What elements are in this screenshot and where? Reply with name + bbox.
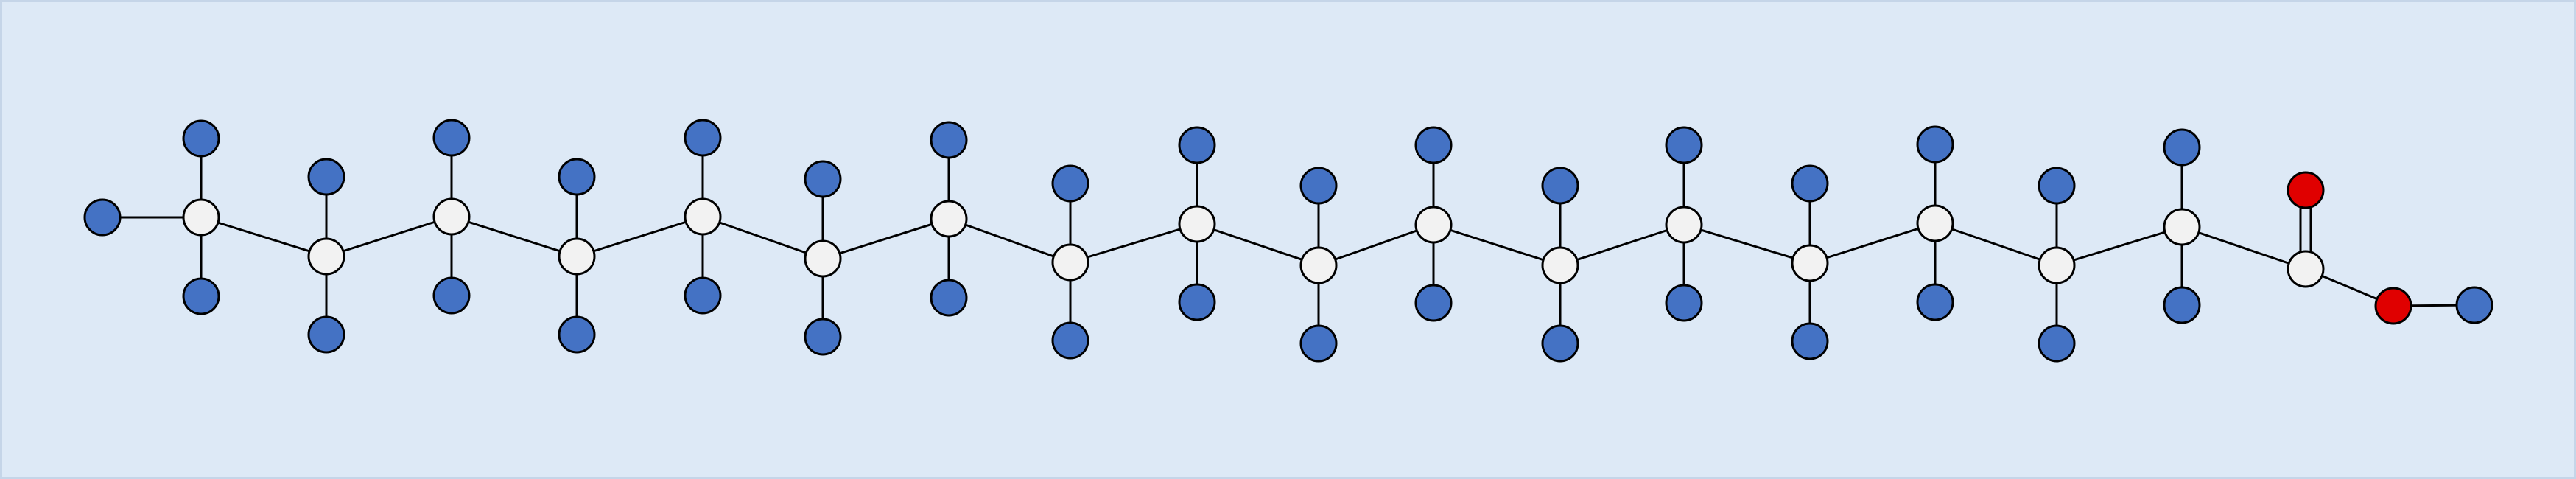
bond-c8-c9 <box>1070 223 1198 264</box>
carbon-atom-c6 <box>804 240 842 278</box>
hydrogen-atom-h12a <box>1541 167 1579 205</box>
carbon-atom-c7 <box>930 200 968 238</box>
bond-c3-c4 <box>451 215 578 258</box>
hydrogen-atom-h5a <box>684 119 722 157</box>
bond-c11-c12 <box>1433 223 1561 267</box>
hydrogen-atom-h2a <box>307 158 345 196</box>
carbon-atom-c17 <box>2163 208 2201 246</box>
bond-c1-c2 <box>200 216 327 258</box>
oxygen-atom-o1 <box>2287 171 2325 209</box>
carbon-atom-c18 <box>2287 250 2325 288</box>
hydrogen-atom-h11a <box>1414 126 1453 164</box>
bond-c16-c17 <box>2056 225 2183 267</box>
bond-c9-c10 <box>1196 223 1319 267</box>
hydrogen-atom-h6a <box>804 160 842 198</box>
hydrogen-atom-h3b <box>432 276 471 315</box>
hydrogen-atom-h13b <box>1665 284 1703 322</box>
carbon-atom-c1 <box>182 198 220 237</box>
bond-c7-c8 <box>948 217 1071 264</box>
oxygen-atom-o2 <box>2374 287 2412 325</box>
hydrogen-atom-h4b <box>558 315 596 354</box>
hydrogen-atom-h7b <box>930 279 968 317</box>
hydrogen-atom-h7a <box>930 121 968 159</box>
hydrogen-atom-h17b <box>2163 286 2201 324</box>
carbon-atom-c14 <box>1791 244 1829 282</box>
hydrogen-atom-h10a <box>1299 167 1338 205</box>
bond-c5-c6 <box>702 215 824 260</box>
carbon-atom-c5 <box>684 197 722 236</box>
hydrogen-atom-h1a <box>182 119 220 158</box>
hydrogen-atom-h3a <box>432 119 471 157</box>
hydrogen-atom-h15b <box>1916 283 1954 321</box>
hydrogen-atom-h15a <box>1916 125 1954 164</box>
bond-c10-c11 <box>1318 223 1434 267</box>
carbon-atom-c4 <box>558 237 596 276</box>
carbon-atom-c15 <box>1916 204 1954 242</box>
bond-c4-c5 <box>576 215 703 258</box>
bond-c2-c3 <box>326 215 452 258</box>
hydrogen-atom-h5b <box>684 276 722 315</box>
hydrogen-atom-h16a <box>2038 167 2076 205</box>
carbon-atom-c12 <box>1541 246 1579 284</box>
hydrogen-atom-h9a <box>1178 126 1216 164</box>
hydrogen-atom-h14b <box>1791 322 1829 360</box>
hydrogen-atom-h4a <box>558 158 596 196</box>
bond-c14-c15 <box>1809 222 1936 265</box>
hydrogen-atom-h10b <box>1299 324 1338 363</box>
hydrogen-atom-h13a <box>1665 126 1703 164</box>
hydrogen-atom-h0 <box>83 198 122 237</box>
bond-c6-c7 <box>822 217 950 260</box>
bond-c12-c13 <box>1559 223 1685 267</box>
hydrogen-atom-h8b <box>1051 321 1089 360</box>
hydrogen-atom-h12b <box>1541 324 1579 363</box>
carbon-atom-c13 <box>1665 206 1703 244</box>
bond-c15-c16 <box>1934 222 2057 267</box>
atom-layer <box>83 119 2493 363</box>
hydrogen-atom-h1b <box>182 277 220 315</box>
carbon-atom-c8 <box>1051 243 1089 282</box>
hydrogen-atom-h6b <box>804 318 842 356</box>
carbon-atom-c10 <box>1299 246 1338 284</box>
carbon-atom-c11 <box>1414 206 1453 244</box>
hydrogen-atom-h2b <box>307 315 345 354</box>
hydrogen-atom-h9b <box>1178 283 1216 321</box>
carbon-atom-c16 <box>2038 246 2076 284</box>
hydrogen-atom-h14a <box>1791 164 1829 203</box>
carbon-atom-c9 <box>1178 205 1216 243</box>
carbon-atom-c3 <box>432 197 471 236</box>
bond-c17-c18 <box>2181 225 2306 270</box>
hydrogen-atom-h16b <box>2038 324 2076 363</box>
hydrogen-atom-h8a <box>1051 164 1089 203</box>
carbon-atom-c2 <box>307 237 345 276</box>
hydrogen-atom-h17a <box>2163 128 2201 167</box>
hydrogen-atom-hO <box>2455 286 2493 324</box>
bond-c13-c14 <box>1683 223 1811 265</box>
hydrogen-atom-h11b <box>1414 284 1453 322</box>
